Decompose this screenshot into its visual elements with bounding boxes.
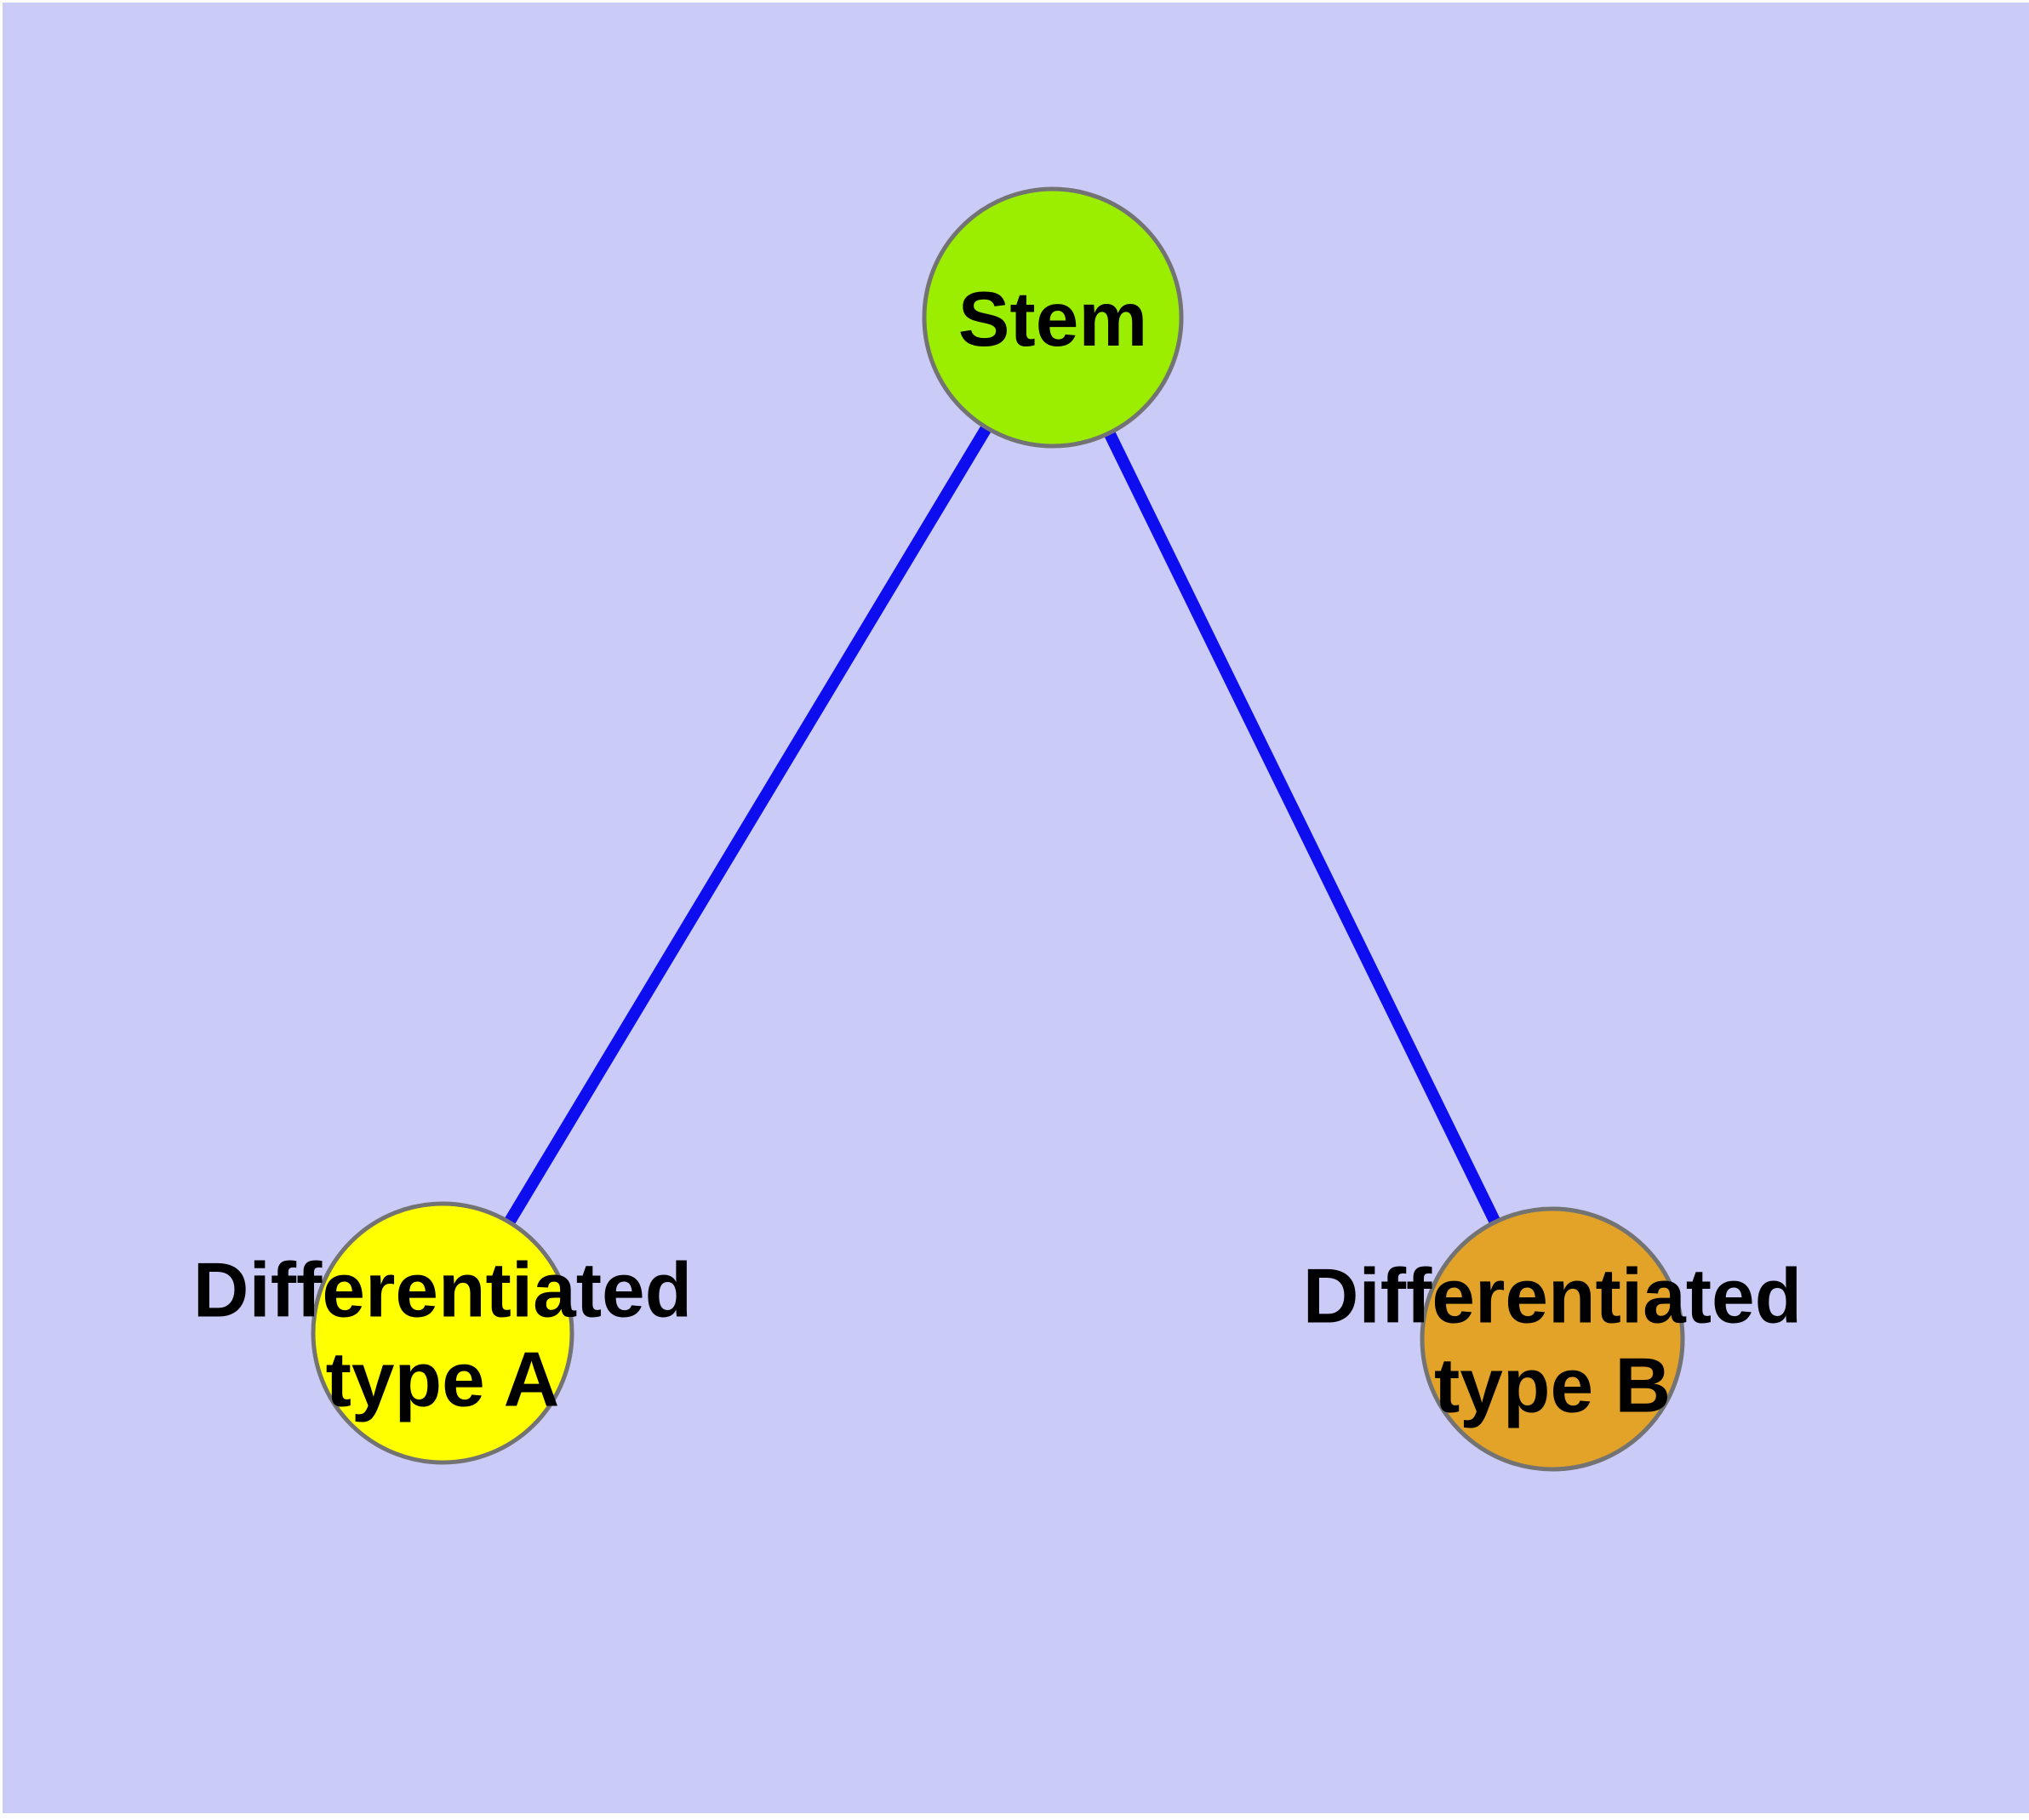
- edge-stem-to-differentiated-type-b: [1047, 314, 1558, 1342]
- node-differentiated-type-a-label-line-1: Differentiated: [193, 1248, 693, 1334]
- node-stem-label-line-1: Stem: [958, 277, 1148, 363]
- node-differentiated-type-b-label-line-2: type B: [1434, 1343, 1671, 1429]
- node-stem: [922, 186, 1184, 449]
- node-differentiated-type-b: [1420, 1206, 1685, 1472]
- node-differentiated-type-a-label-line-2: type A: [326, 1337, 560, 1423]
- edge-stem-to-differentiated-type-a: [437, 314, 1058, 1336]
- node-differentiated-type-b-label-line-1: Differentiated: [1303, 1254, 1803, 1340]
- node-differentiated-type-a: [311, 1201, 574, 1465]
